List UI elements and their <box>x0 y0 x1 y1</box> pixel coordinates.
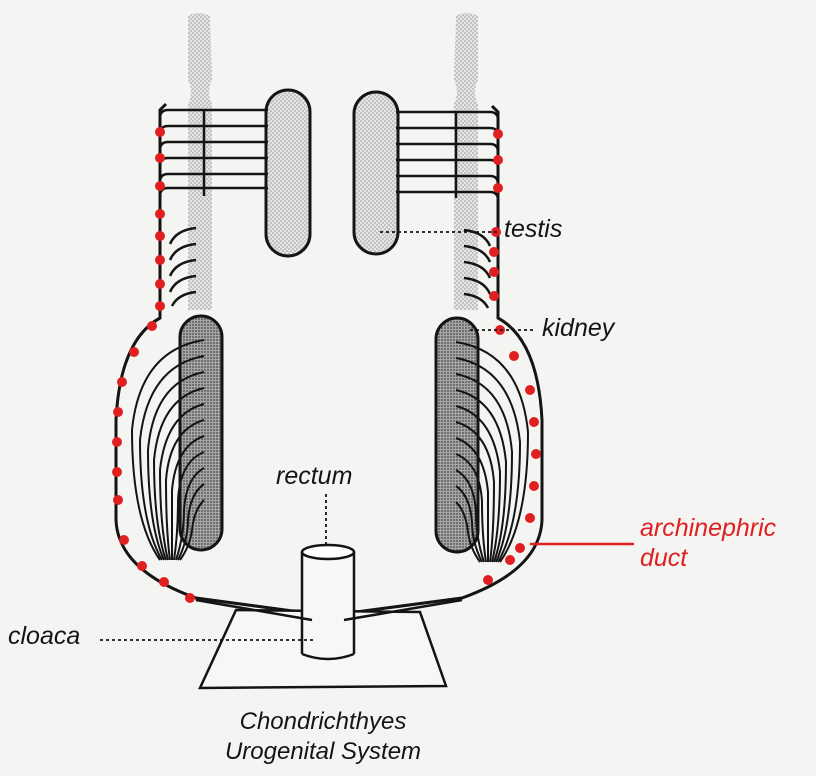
right-archinephric-duct <box>355 104 544 614</box>
leader-lines <box>100 231 536 641</box>
right-testis <box>352 90 400 256</box>
rectum-cylinder <box>300 543 356 661</box>
left-duct-entry <box>195 598 313 622</box>
left-ridge <box>188 13 212 310</box>
left-upper-tubules <box>168 226 197 307</box>
right-ridge <box>454 13 478 310</box>
left-duct-highlight-dots <box>112 127 195 603</box>
cloaca-label: cloaca <box>8 622 81 650</box>
left-kidney-tubules <box>130 339 205 561</box>
archinephric-label-line1: archinephric <box>640 514 777 542</box>
left-testis <box>264 88 312 258</box>
caption-line2: Urogenital System <box>224 738 422 765</box>
right-upper-tubules <box>463 228 492 309</box>
rectum-label: rectum <box>276 462 353 490</box>
kidney-label: kidney <box>542 314 615 342</box>
left-efferent-ductules <box>158 108 268 197</box>
caption-line1: Chondrichthyes <box>239 708 407 735</box>
right-kidney-tubules <box>455 341 530 563</box>
right-efferent-ductules <box>396 110 500 201</box>
archinephric-label-line2: duct <box>640 544 688 572</box>
left-kidney <box>178 314 224 552</box>
right-duct-entry <box>343 598 463 622</box>
testis-label: testis <box>504 215 563 243</box>
